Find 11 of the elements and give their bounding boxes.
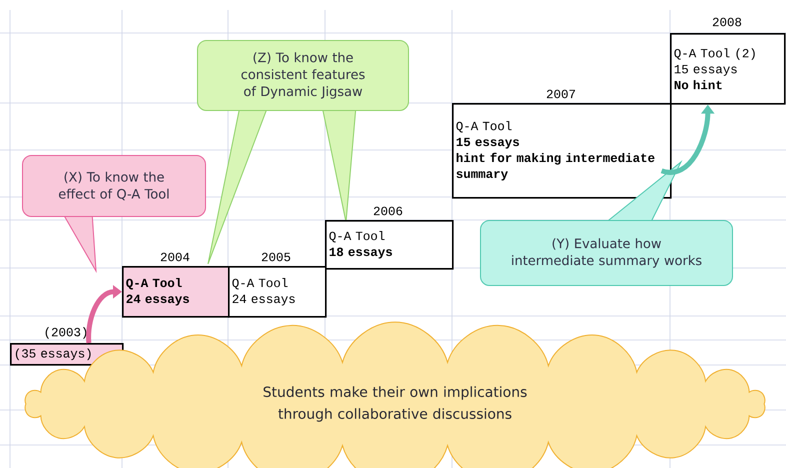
year-cell: Q-A Tool (2) 15 essays No hint — [670, 33, 786, 105]
year-cell: Q-A Tool 24 essays — [228, 266, 327, 318]
year-label: 2007 — [546, 90, 575, 98]
year-label: 2004 — [160, 252, 190, 262]
year-cell: Q-A Tool 15 essays hint for making intermediate summary — [452, 103, 672, 199]
year-label: 2006 — [374, 206, 402, 216]
year-cell: Q-A Tool 24 essays — [122, 266, 230, 318]
year-cell: Q-A Tool 18 essays — [325, 220, 454, 270]
year-label: (2003) — [46, 327, 86, 339]
year-label: 2008 — [712, 18, 742, 26]
year-label: 2005 — [262, 252, 290, 262]
